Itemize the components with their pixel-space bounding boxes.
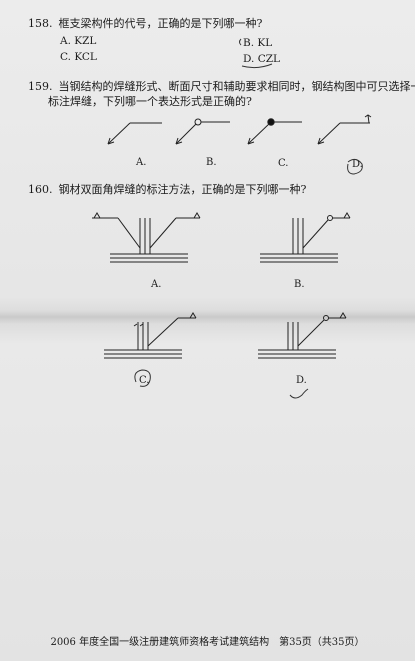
handwritten-circle-160-c xyxy=(134,369,151,387)
question-number: 160. xyxy=(28,183,53,196)
option-158-d: D. CZL xyxy=(243,53,281,65)
option-158-a: A. KZL xyxy=(60,35,97,47)
question-text: 钢材双面角焊缝的标注方法，正确的是下列哪一种? xyxy=(58,183,307,196)
label-159-d: D. xyxy=(352,159,363,170)
question-number: 158. xyxy=(28,17,53,30)
question-text-line1: 当钢结构的焊缝形式、断面尺寸和辅助要求相同时，钢结构图中可只选择一处 xyxy=(58,80,415,93)
question-text-line2: 标注焊缝，下列哪一个表达形式是正确的? xyxy=(48,95,252,108)
question-text: 框支梁构件的代号，正确的是下列哪一种? xyxy=(58,17,263,30)
page-footer: 2006 年度全国一级注册建筑师资格考试建筑结构 第35页（共35页） xyxy=(50,637,365,648)
question-160: 160. 钢材双面角焊缝的标注方法，正确的是下列哪一种? xyxy=(28,182,306,197)
weld-diagram-d xyxy=(258,312,347,359)
weld-symbol-b xyxy=(175,118,230,145)
paper-fold xyxy=(0,310,415,324)
question-159-line2: 标注焊缝，下列哪一个表达形式是正确的? xyxy=(48,94,252,109)
weld-symbol-c xyxy=(247,118,302,145)
label-160-c: C. xyxy=(139,375,150,386)
weld-symbol-a xyxy=(107,122,162,145)
weld-diagram-c xyxy=(104,312,197,359)
question-159: 159. 当钢结构的焊缝形式、断面尺寸和辅助要求相同时，钢结构图中可只选择一处 xyxy=(28,79,415,94)
label-160-d: D. xyxy=(296,375,307,386)
option-158-b: B. KL xyxy=(243,37,273,49)
weld-symbol-d xyxy=(317,114,372,145)
label-159-c: C. xyxy=(278,158,289,169)
handwritten-tick-160-d xyxy=(289,388,309,399)
weld-diagram-b xyxy=(260,212,351,263)
option-158-c: C. KCL xyxy=(60,51,97,63)
label-160-a: A. xyxy=(151,279,162,290)
label-159-b: B. xyxy=(206,157,217,168)
label-159-a: A. xyxy=(136,157,147,168)
label-160-b: B. xyxy=(294,279,305,290)
question-158: 158. 框支梁构件的代号，正确的是下列哪一种? xyxy=(28,16,262,31)
question-number: 159. xyxy=(28,80,53,93)
weld-diagram-a xyxy=(92,212,201,263)
